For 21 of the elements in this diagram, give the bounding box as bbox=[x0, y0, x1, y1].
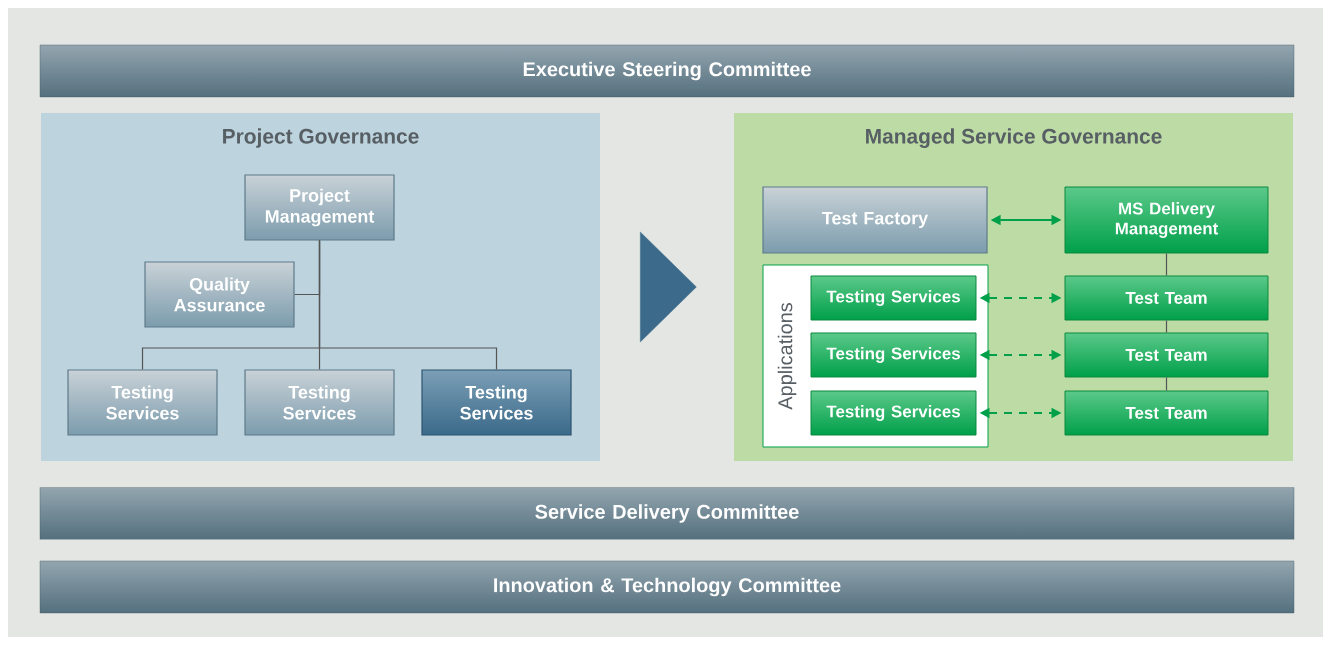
role-box: Testing Services bbox=[244, 369, 395, 436]
team-box: Testing Services bbox=[810, 275, 977, 321]
team-box: MS Delivery Management bbox=[1064, 186, 1269, 254]
team-box: Test Team bbox=[1064, 390, 1269, 436]
role-box: Test Factory bbox=[762, 186, 988, 254]
connector-line bbox=[1165, 252, 1168, 277]
role-box: Testing Services bbox=[421, 369, 572, 436]
committee-bar: Executive Steering Committee bbox=[39, 44, 1295, 98]
committee-bar: Service Delivery Committee bbox=[39, 487, 1295, 540]
role-box: Project Management bbox=[244, 174, 395, 241]
team-box: Test Team bbox=[1064, 332, 1269, 378]
role-box: Quality Assurance bbox=[144, 261, 295, 328]
connector-line bbox=[1165, 376, 1168, 392]
team-box: Test Team bbox=[1064, 275, 1269, 321]
role-box: Testing Services bbox=[67, 369, 218, 436]
connector-line bbox=[318, 240, 498, 370]
committee-bar: Innovation & Technology Committee bbox=[39, 560, 1295, 614]
connector-line bbox=[1165, 319, 1168, 334]
team-box: Testing Services bbox=[810, 390, 977, 436]
chevron-arrow bbox=[640, 231, 697, 343]
team-box: Testing Services bbox=[810, 332, 977, 378]
